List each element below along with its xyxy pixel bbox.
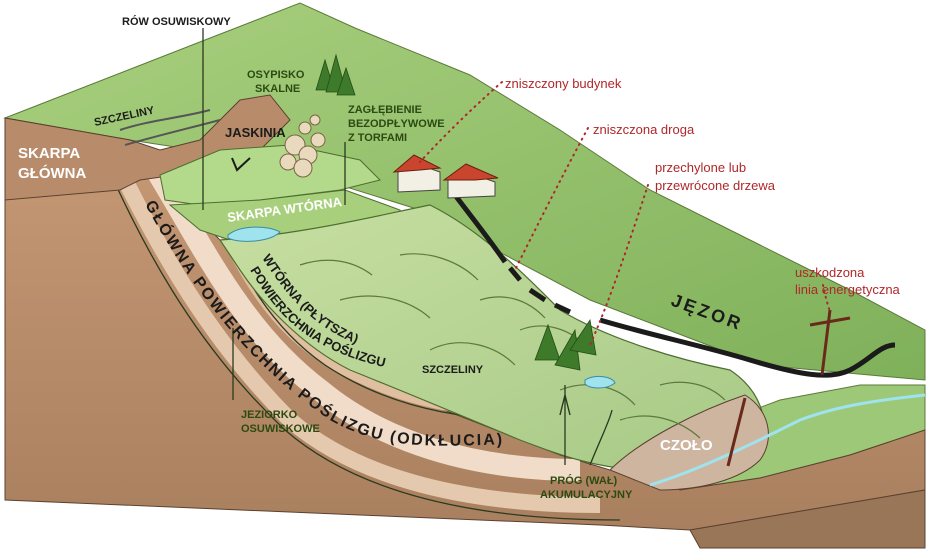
label-skarpa-glowna-1: SKARPA [18, 145, 80, 162]
label-jaskinia: JASKINIA [225, 125, 286, 140]
label-osypisko-2: SKALNE [255, 83, 300, 95]
label-zaglebienie-3: Z TORFAMI [348, 132, 407, 144]
label-prog-2: AKUMULACYJNY [540, 489, 633, 501]
label-czolo: CZOŁO [660, 437, 713, 454]
label-uszkodzona-2: linia energetyczna [795, 282, 901, 297]
label-osypisko-1: OSYPISKO [247, 69, 305, 81]
label-jeziorko-1: JEZIORKO [241, 409, 298, 421]
label-szczeliny-mid: SZCZELINY [422, 364, 484, 376]
label-zaglebienie-2: BEZODPŁYWOWE [348, 118, 445, 130]
label-zniszczona-droga: zniszczona droga [593, 122, 695, 137]
label-prog-1: PRÓG (WAŁ) [550, 474, 618, 487]
label-przechylone-1: przechylone lub [655, 160, 746, 175]
label-przechylone-2: przewrócone drzewa [655, 178, 776, 193]
label-skarpa-glowna-2: GŁÓWNA [18, 164, 86, 182]
label-zniszczony-budynek: zniszczony budynek [505, 76, 622, 91]
label-row-osuwiskowy: RÓW OSUWISKOWY [122, 15, 231, 28]
label-uszkodzona-1: uszkodzona [795, 265, 865, 280]
label-zaglebienie-1: ZAGŁĘBIENIE [348, 104, 422, 116]
label-jeziorko-2: OSUWISKOWE [241, 423, 320, 435]
